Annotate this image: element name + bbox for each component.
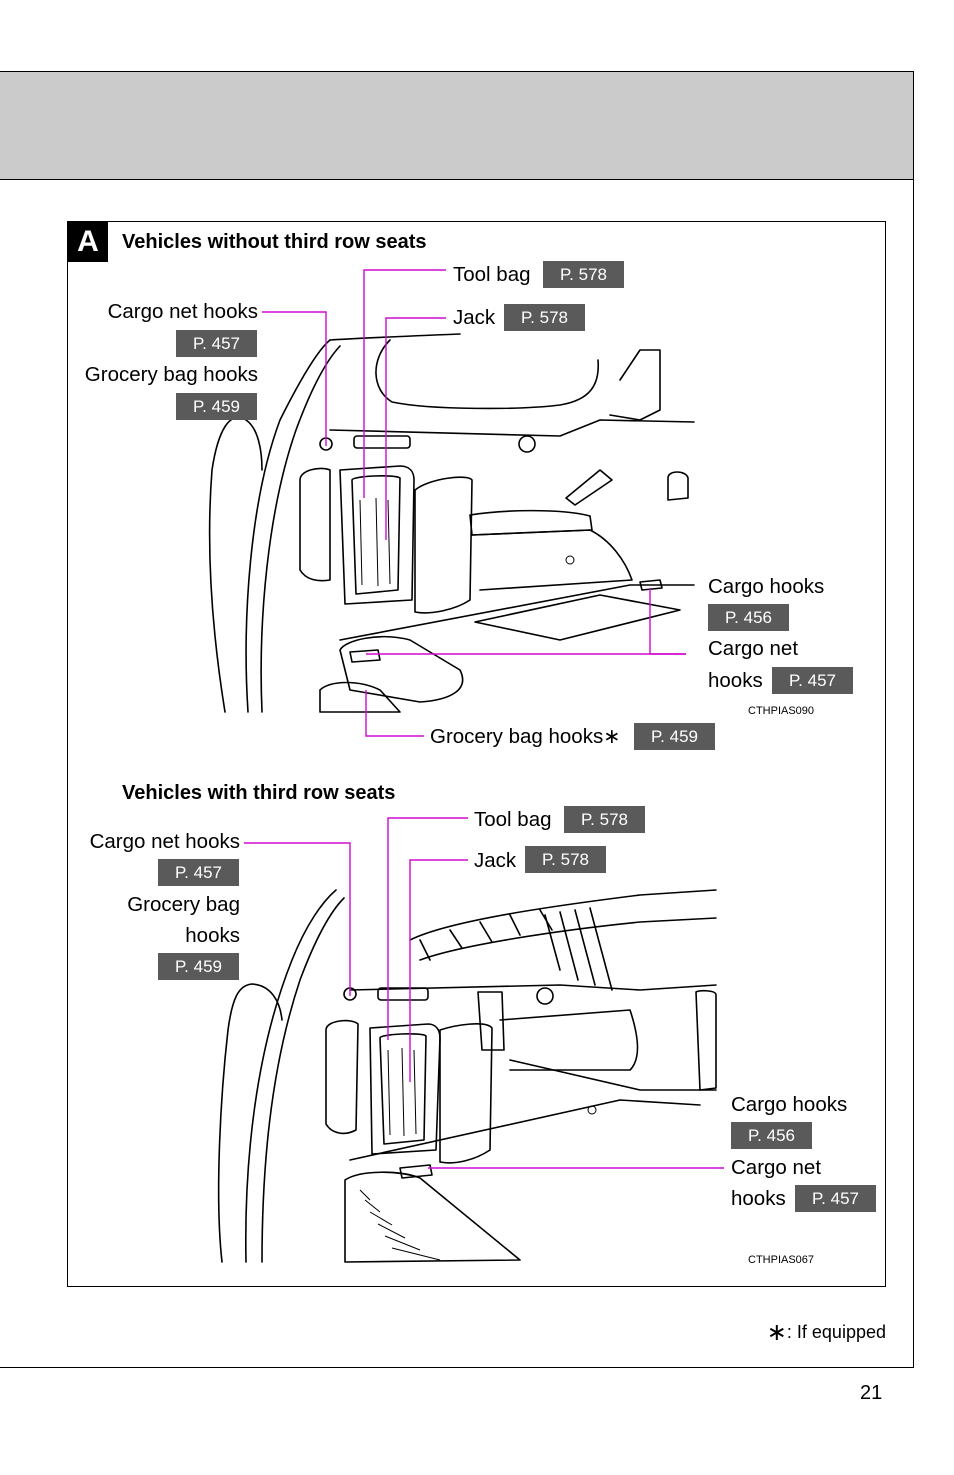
page-ref-cargo-hooks[interactable]: P. 456 [708,604,789,631]
page-ref-cargo-net-2[interactable]: P. 457 [795,1185,876,1212]
page-ref-cargo-net-hooks[interactable]: P. 457 [176,330,257,357]
asterisk-icon: ∗ [766,1319,787,1346]
cargo-net-hooks-label-2: Cargo net hooks [89,830,240,853]
header-band [0,71,914,180]
page-number: 21 [860,1382,883,1404]
cargo-net-label-2-line2: hooks [731,1187,786,1210]
grocery-bag-hooks-optional-label: Grocery bag hooks∗ [430,725,621,748]
page-ref-grocery-bag-optional[interactable]: P. 459 [634,723,715,750]
cargo-hooks-label: Cargo hooks [708,575,825,598]
page-ref-cargo-net[interactable]: P. 457 [772,667,853,694]
grocery-bag-label-line2: hooks [185,924,240,947]
cargo-net-label-2-line1: Cargo net [731,1156,822,1179]
illustration-code-2: CTHPIAS067 [748,1254,815,1266]
cargo-illustration-2 [217,889,717,1263]
page-ref-tool-bag-2[interactable]: P. 578 [564,806,645,833]
cargo-net-hooks-label: Cargo net hooks [107,300,258,323]
footnote-text: : If equipped [786,1322,886,1342]
right-margin-rule [913,180,914,1368]
grocery-bag-label-line1: Grocery bag [127,893,240,916]
page-ref-jack[interactable]: P. 578 [504,304,585,331]
page-ref-tool-bag[interactable]: P. 578 [543,261,624,288]
jack-label: Jack [453,306,496,329]
page-ref-grocery-bag-hooks[interactable]: P. 459 [176,393,257,420]
illustration-code-1: CTHPIAS090 [748,705,815,717]
footnote: ∗: If equipped [767,1318,886,1347]
tool-bag-label: Tool bag [453,263,531,286]
cargo-illustration-1 [208,333,695,713]
diagram2-title: Vehicles with third row seats [122,782,396,804]
cargo-hooks-label-2: Cargo hooks [731,1093,848,1116]
bottom-rule [0,1367,914,1368]
cargo-net-label-line2: hooks [708,669,763,692]
diagram1-title: Vehicles without third row seats [122,231,427,253]
page-ref-jack-2[interactable]: P. 578 [525,846,606,873]
page-ref-cargo-net-hooks-2[interactable]: P. 457 [158,859,239,886]
jack-label-2: Jack [474,849,517,872]
page-ref-grocery-bag-2[interactable]: P. 459 [158,953,239,980]
page-ref-cargo-hooks-2[interactable]: P. 456 [731,1122,812,1149]
section-badge: A [68,222,108,262]
callout-lines-1 [262,269,686,737]
cargo-net-label-line1: Cargo net [708,637,799,660]
figure-frame [67,221,886,1287]
grocery-bag-hooks-label: Grocery bag hooks [84,363,258,386]
tool-bag-label-2: Tool bag [474,808,552,831]
callout-lines-2 [244,817,724,1169]
